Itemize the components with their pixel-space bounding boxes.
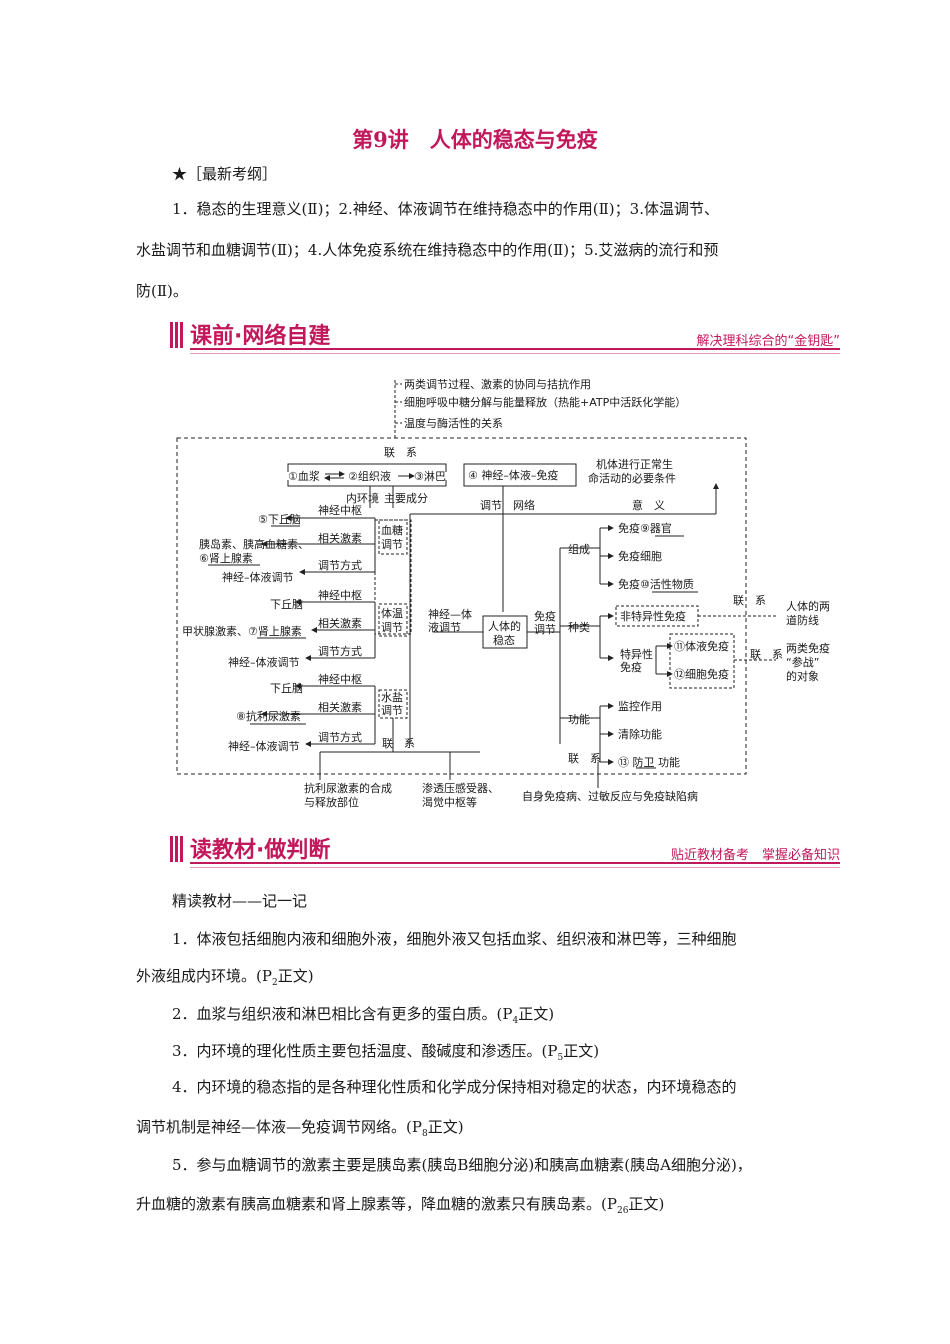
top-note-2: 细胞呼吸中糖分解与能量释放（热能+ATP中活跃化学能） (404, 395, 686, 409)
banner-title: 课前·网络自建 (190, 324, 331, 349)
link-label-bottom: 联 系 (382, 737, 415, 750)
reading-heading: 精读教材——记一记 (172, 892, 308, 910)
reading-4-line-1: 4．内环境的稳态指的是各种理化性质和化学成分保持相对稳定的状态，内环境稳态的 (172, 1078, 737, 1096)
glucose-box-2: 调节 (381, 538, 403, 551)
glucose-tag-2: 相关激素 (318, 531, 362, 545)
temp-tag-1: 神经中枢 (318, 588, 362, 602)
glucose-center: ⑤下丘脑 (258, 513, 301, 526)
banner-subtitle: 解决理科综合的“金钥匙” (696, 334, 840, 349)
meaning-line-2: 命活动的必要条件 (588, 471, 676, 485)
meaning-label: 意 义 (632, 498, 665, 512)
fluid-tissue: ②组织液 (348, 469, 391, 483)
water-tag-3: 调节方式 (318, 730, 362, 744)
fluid-plasma: ①血浆 (288, 469, 320, 483)
network-box: ④ 神经–体液–免疫 (468, 468, 558, 482)
bottom-note-1b: 与释放部位 (304, 795, 359, 809)
reading-1-line-2: 外液组成内环境。(P2正文) (136, 967, 314, 988)
main-comp-label: 主要成分 (384, 492, 428, 505)
outline-line-1: 1．稳态的生理意义(Ⅱ)；2.神经、体液调节在维持稳态中的作用(Ⅱ)；3.体温调… (172, 200, 719, 218)
glucose-mode: 神经–体液调节 (222, 570, 294, 584)
reading-5-line-2: 升血糖的激素有胰高血糖素和肾上腺素等，降血糖的激素只有胰岛素。(P26正文) (136, 1195, 665, 1216)
reading-4-line-2: 调节机制是神经—体液—免疫调节网络。(P8正文) (136, 1118, 464, 1139)
link-label-right-2: 联 系 (750, 648, 783, 661)
link-label-right-3: 联 系 (568, 752, 601, 765)
meaning-line-1: 机体进行正常生 (596, 457, 673, 471)
composition-item-3: 免疫⑩活性物质 (618, 577, 694, 591)
temp-box-1: 体温 (381, 606, 403, 620)
water-box-1: 水盐 (381, 691, 403, 704)
temp-center: 下丘脑 (270, 598, 303, 611)
reading-5-line-1: 5．参与血糖调节的激素主要是胰岛素(胰岛B细胞分泌)和胰高血糖素(胰岛A细胞分泌… (172, 1156, 752, 1174)
page-title: 第9讲 人体的稳态与免疫 (352, 127, 598, 152)
specific-immunity-1: 特异性 (620, 647, 653, 661)
water-tag-2: 相关激素 (318, 700, 362, 714)
reading-1-line-1: 1．体液包括细胞内液和细胞外液，细胞外液又包括血浆、组织液和淋巴等，三种细胞 (172, 930, 737, 948)
temp-mode: 神经–体液调节 (228, 655, 300, 669)
water-box-2: 调节 (381, 704, 403, 717)
glucose-hormones-1: 胰岛素、胰高血糖素、 (199, 537, 309, 551)
two-lines-1: 人体的两 (786, 599, 830, 613)
immune-diseases: 自身免疫病、过敏反应与免疫缺陷病 (522, 789, 698, 803)
network-label: 调节 网络 (480, 498, 535, 512)
center-line-1: 人体的 (488, 619, 521, 633)
battle-3: 的对象 (786, 669, 819, 683)
imm-reg-2: 调节 (534, 623, 556, 636)
center-line-2: 稳态 (493, 633, 515, 647)
composition-label: 组成 (568, 542, 590, 556)
specific-immunity-2: 免疫 (620, 660, 642, 674)
water-tag-1: 神经中枢 (318, 672, 362, 686)
function-item-1: 监控作用 (618, 699, 662, 713)
water-mode: 神经–体液调节 (228, 739, 300, 753)
top-note-3: 温度与酶活性的关系 (404, 416, 503, 430)
link-label-right-1: 联 系 (733, 594, 766, 607)
temp-hormones: 甲状腺激素、⑦肾上腺素 (182, 624, 302, 638)
function-label: 功能 (568, 712, 590, 726)
battle-2: “参战” (786, 655, 819, 669)
cellular-immunity: ⑫细胞免疫 (674, 667, 729, 681)
section-banner-network: 课前·网络自建 解决理科综合的“金钥匙” (170, 318, 840, 354)
outline-heading: ★［最新考纲］ (172, 165, 278, 183)
humoral-immunity: ⑪体液免疫 (674, 639, 729, 653)
temp-tag-2: 相关激素 (318, 616, 362, 630)
banner-bars (170, 836, 184, 862)
function-item-2: 清除功能 (618, 727, 662, 741)
composition-item-2: 免疫细胞 (618, 549, 662, 563)
types-label: 种类 (568, 620, 590, 634)
glucose-tag-1: 神经中枢 (318, 503, 362, 517)
inner-env-label: 内环境 (346, 491, 379, 505)
section-banner-reading: 读教材·做判断 贴近教材备考 掌握必备知识 (170, 832, 840, 868)
bottom-note-1a: 抗利尿激素的合成 (304, 781, 392, 795)
glucose-hormones-2: ⑥肾上腺素 (199, 551, 253, 565)
nh-reg-1: 神经—体 (428, 607, 472, 621)
outline-line-2: 水盐调节和血糖调节(Ⅱ)；4.人体免疫系统在维持稳态中的作用(Ⅱ)；5.艾滋病的… (136, 241, 719, 259)
composition-item-1: 免疫⑨器官 (618, 521, 672, 535)
imm-reg-1: 免疫 (534, 609, 556, 623)
banner-subtitle: 贴近教材备考 掌握必备知识 (670, 848, 840, 863)
banner-bars (170, 322, 184, 348)
water-hormone: ⑧抗利尿激素 (236, 709, 301, 723)
glucose-box-1: 血糖 (381, 523, 403, 537)
banner-title: 读教材·做判断 (190, 838, 331, 863)
nh-reg-2: 液调节 (428, 620, 461, 634)
water-center: 下丘脑 (270, 682, 303, 695)
reading-3: 3．内环境的理化性质主要包括温度、酸碱度和渗透压。(P5正文) (172, 1042, 600, 1063)
temp-box-2: 调节 (381, 621, 403, 634)
bottom-note-2b: 渴觉中枢等 (422, 795, 477, 809)
concept-map-diagram: 两类调节过程、激素的协同与拮抗作用 细胞呼吸中糖分解与能量释放（热能+ATP中活… (176, 377, 830, 809)
function-item-3: ⑬ 防卫 功能 (618, 755, 680, 769)
bottom-note-2a: 渗透压感受器、 (422, 781, 499, 795)
top-note-1: 两类调节过程、激素的协同与拮抗作用 (404, 377, 591, 391)
battle-1: 两类免疫 (786, 641, 830, 655)
reading-2: 2．血浆与组织液和淋巴相比含有更多的蛋白质。(P4正文) (172, 1005, 555, 1026)
two-lines-2: 道防线 (786, 613, 819, 627)
fluid-lymph: ③淋巴 (414, 470, 446, 483)
temp-tag-3: 调节方式 (318, 644, 362, 658)
outline-line-3: 防(Ⅱ)。 (136, 282, 188, 300)
nonspecific-immunity: 非特异性免疫 (620, 609, 686, 623)
link-label-top: 联 系 (384, 446, 417, 459)
glucose-tag-3: 调节方式 (318, 558, 362, 572)
